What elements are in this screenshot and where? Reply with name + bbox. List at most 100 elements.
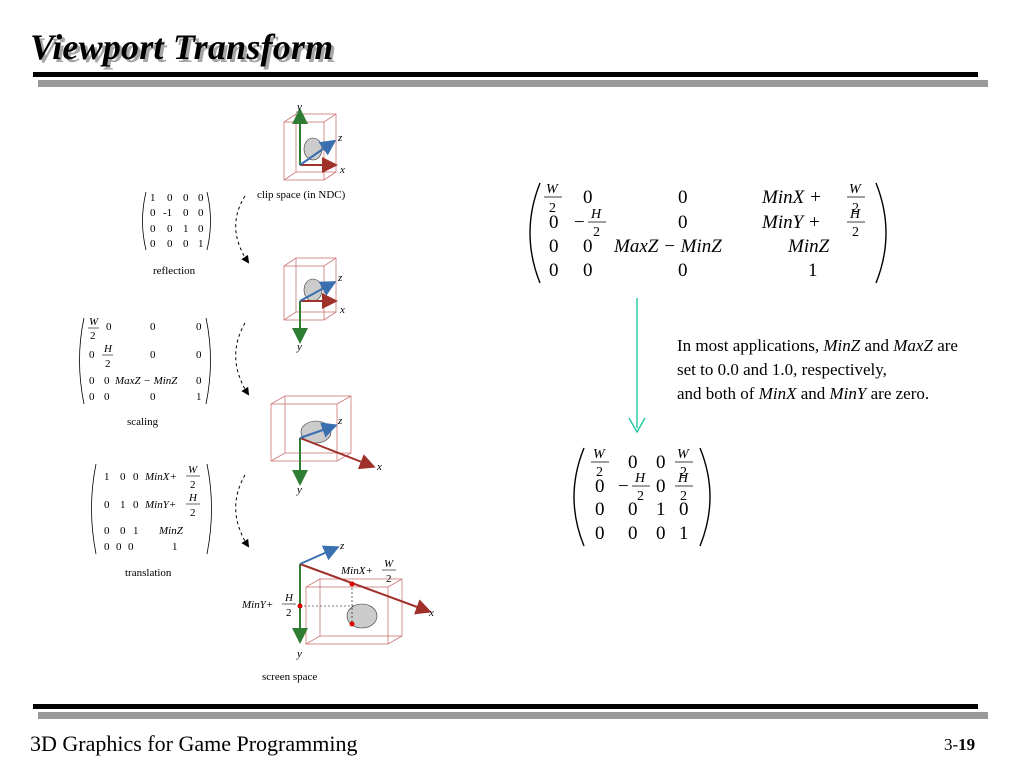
svg-text:0: 0 xyxy=(133,499,139,511)
footer-chapter: 3- xyxy=(944,735,959,754)
scale-h: H xyxy=(103,343,113,355)
sm-r1c3: 0 xyxy=(656,452,666,473)
sm-r2c4-num: H xyxy=(677,471,689,486)
screen-minx-den: 2 xyxy=(386,573,392,585)
cm-r2c2-sign: − xyxy=(574,212,585,233)
cm-r1c1-num: W xyxy=(546,182,559,197)
svg-text:0: 0 xyxy=(150,349,156,361)
screen-miny-label: MinY+ H 2 xyxy=(241,592,296,619)
axis-label-y: y xyxy=(296,648,302,660)
reflection-matrix-cell: 0 xyxy=(167,223,173,235)
reflection-matrix-cell: 0 xyxy=(150,223,156,235)
sm-r2c2-den: 2 xyxy=(637,489,644,504)
svg-text:0: 0 xyxy=(128,541,134,553)
sm-r2c4-den: 2 xyxy=(680,489,687,504)
svg-text:1: 1 xyxy=(133,525,139,537)
cm-r1c4: MinX + xyxy=(761,187,822,208)
cm-r2c2-den: 2 xyxy=(593,225,600,240)
axis-label-x: x xyxy=(339,164,345,176)
reflected-cube xyxy=(283,257,338,344)
svg-text:0: 0 xyxy=(106,321,112,333)
trans-h-den: 2 xyxy=(190,507,196,519)
slide-title: Viewport Transform xyxy=(30,27,334,67)
trans-minz: MinZ xyxy=(158,525,184,537)
cm-r3c1: 0 xyxy=(549,236,559,257)
svg-text:0: 0 xyxy=(104,525,110,537)
screen-miny-h: H xyxy=(284,592,294,604)
axis-label-z: z xyxy=(339,540,345,552)
reflection-matrix-cell: 0 xyxy=(183,207,189,219)
footer-rule-black xyxy=(33,704,978,709)
step-arrow-reflection xyxy=(235,195,250,264)
clip-space-cube xyxy=(283,108,338,181)
scale-h-den: 2 xyxy=(105,358,111,370)
clip-space-label: clip space (in NDC) xyxy=(257,189,346,201)
sm-r1c2: 0 xyxy=(628,452,638,473)
note-line-1: In most applications, MinZ and MaxZ are xyxy=(677,334,1017,358)
trans-miny: MinY+ xyxy=(144,499,176,511)
cm-r4c1: 0 xyxy=(549,260,559,281)
scale-depth: MaxZ − MinZ xyxy=(114,375,178,387)
footer-course-title: 3D Graphics for Game Programming xyxy=(30,731,358,756)
axis-label-y: y xyxy=(296,341,302,353)
cm-r3c3: MaxZ − MinZ xyxy=(613,236,722,257)
axis-label-z: z xyxy=(337,415,343,427)
header-rule-black xyxy=(33,72,978,77)
cm-r2c4: MinY + xyxy=(761,212,821,233)
svg-text:0: 0 xyxy=(150,391,156,403)
cm-r2c4-den: 2 xyxy=(852,225,859,240)
sm-r3c2: 0 xyxy=(628,499,638,520)
sm-r4c2: 0 xyxy=(628,523,638,544)
svg-text:0: 0 xyxy=(89,375,95,387)
svg-text:0: 0 xyxy=(104,375,110,387)
cm-r3c4: MinZ xyxy=(787,236,830,257)
cm-r1c1-den: 2 xyxy=(549,201,556,216)
note-text: are zero. xyxy=(866,384,930,403)
cm-r1c3: 0 xyxy=(678,187,688,208)
svg-text:0: 0 xyxy=(104,499,110,511)
svg-text:0: 0 xyxy=(116,541,122,553)
reflection-matrix-cell: 0 xyxy=(198,223,204,235)
cm-r2c2-num: H xyxy=(590,207,602,222)
scaling-label: scaling xyxy=(127,416,159,428)
axis-label-x: x xyxy=(428,607,434,619)
axis-label-y: y xyxy=(296,484,302,496)
reflection-matrix-cell: 0 xyxy=(183,238,189,250)
combined-viewport-matrix: W 2 0 0 MinX + W 2 0 − H 2 0 MinY + H 2 … xyxy=(529,182,887,284)
note-line-2: set to 0.0 and 1.0, respectively, xyxy=(677,360,887,379)
screen-space-label: screen space xyxy=(262,671,317,683)
cm-r3c2: 0 xyxy=(583,236,593,257)
sm-r3c3: 1 xyxy=(656,499,666,520)
svg-text:1: 1 xyxy=(172,541,178,553)
note-line-3: and both of MinX and MinY are zero. xyxy=(677,382,1017,406)
reflection-matrix-cell: 0 xyxy=(150,207,156,219)
note-text: In most applications, xyxy=(677,336,824,355)
svg-text:1: 1 xyxy=(196,391,202,403)
note-text: are xyxy=(932,336,958,355)
sm-r4c1: 0 xyxy=(595,523,605,544)
step-arrow-scaling xyxy=(235,322,250,396)
reflection-matrix-cell: 0 xyxy=(198,207,204,219)
svg-text:0: 0 xyxy=(196,321,202,333)
cm-r4c2: 0 xyxy=(583,260,593,281)
scale-w: W xyxy=(89,316,99,328)
cm-r1c4-den: 2 xyxy=(852,201,859,216)
screen-miny-den: 2 xyxy=(286,607,292,619)
sm-r1c1-num: W xyxy=(593,447,606,462)
sm-r3c4: 0 xyxy=(679,499,689,520)
cm-r2c3: 0 xyxy=(678,212,688,233)
reflection-matrix-cell: 1 xyxy=(198,238,204,250)
sm-r2c3: 0 xyxy=(656,476,666,497)
sm-r4c3: 0 xyxy=(656,523,666,544)
note-miny: MinY xyxy=(829,384,867,403)
reflection-matrix-cell: 1 xyxy=(150,192,156,204)
svg-text:1: 1 xyxy=(120,499,126,511)
svg-text:0: 0 xyxy=(89,349,95,361)
note-text: and xyxy=(796,384,830,403)
sm-r4c4: 1 xyxy=(679,523,689,544)
footer-page-number: 3-19 xyxy=(944,735,975,755)
svg-text:0: 0 xyxy=(196,349,202,361)
